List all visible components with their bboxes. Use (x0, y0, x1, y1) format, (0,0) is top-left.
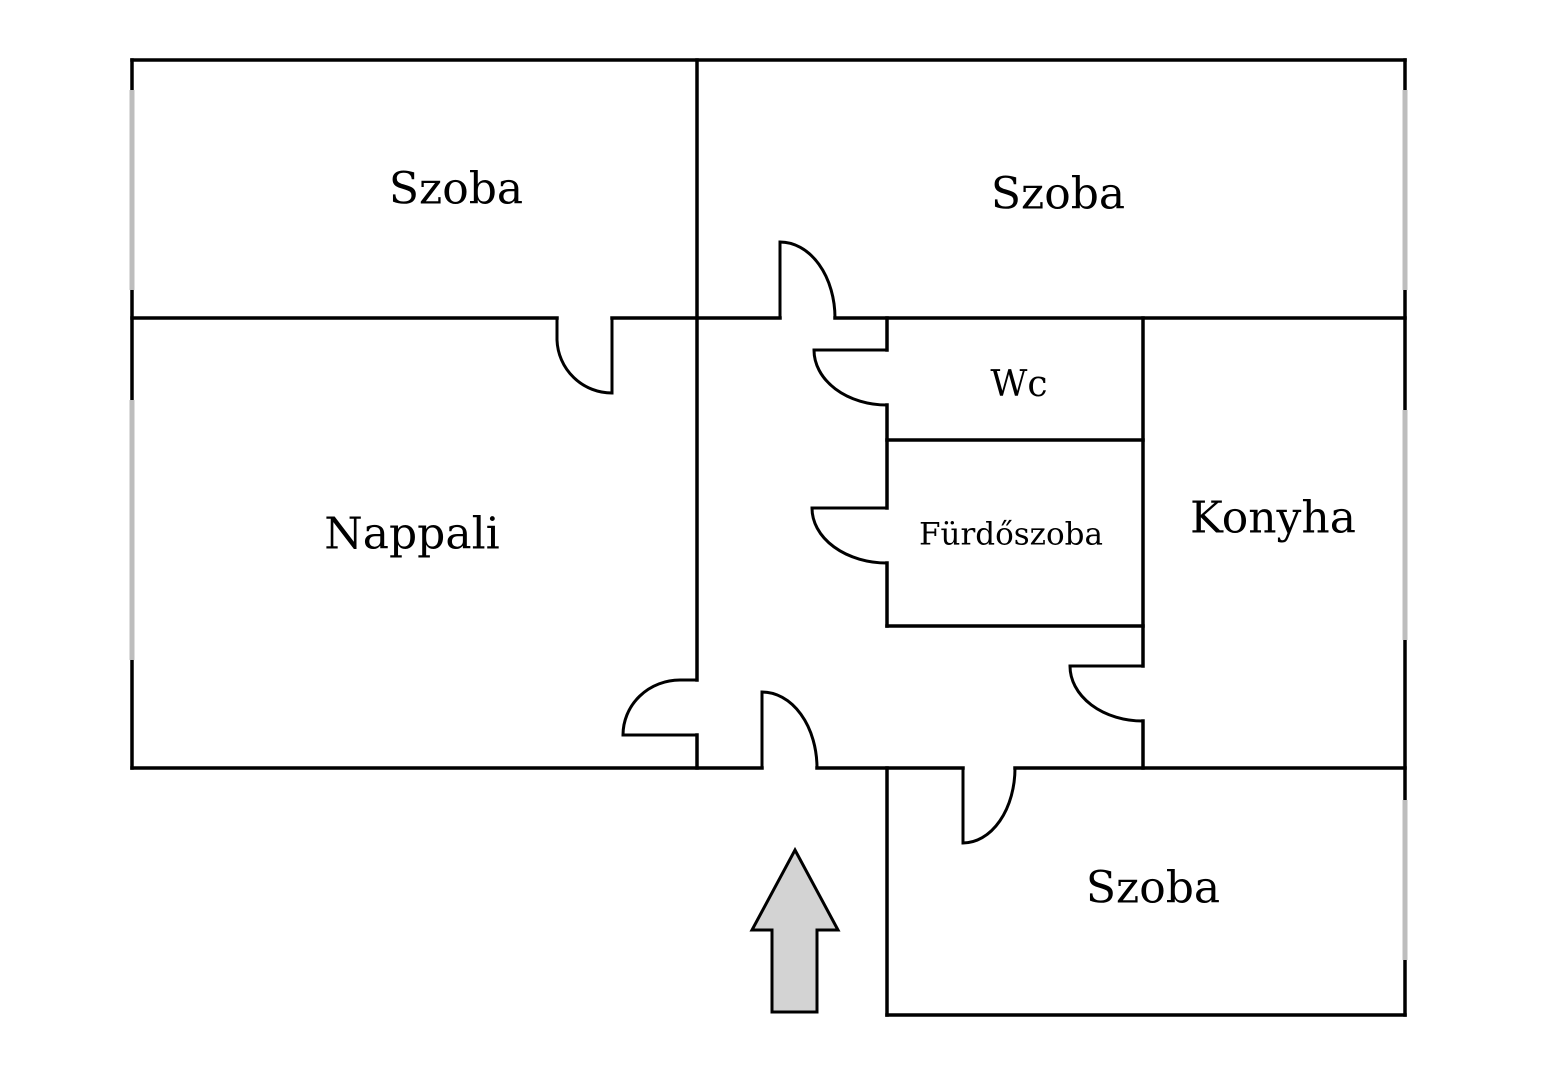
entrance-arrow-icon (749, 846, 841, 1014)
door-szoba-top-right (778, 240, 837, 319)
door-nappali-hall (621, 678, 697, 737)
doors (555, 240, 1144, 845)
door-nappali-top (555, 318, 614, 395)
room-label-nappali: Nappali (324, 509, 499, 560)
room-label-konyha: Konyha (1190, 493, 1356, 544)
windows (129, 90, 1408, 960)
door-entrance (760, 690, 819, 769)
room-label-szoba-top-left: Szoba (389, 164, 523, 215)
room-label-szoba-bottom: Szoba (1086, 863, 1220, 914)
door-furdoszoba (810, 506, 888, 565)
door-konyha (1068, 664, 1144, 723)
door-wc (812, 348, 888, 407)
door-szoba-bottom (961, 767, 1017, 845)
room-label-wc: Wc (990, 364, 1047, 405)
interior-walls (130, 58, 1407, 770)
room-label-szoba-top-right: Szoba (991, 169, 1125, 220)
room-label-furdoszoba: Fürdőszoba (919, 517, 1103, 553)
